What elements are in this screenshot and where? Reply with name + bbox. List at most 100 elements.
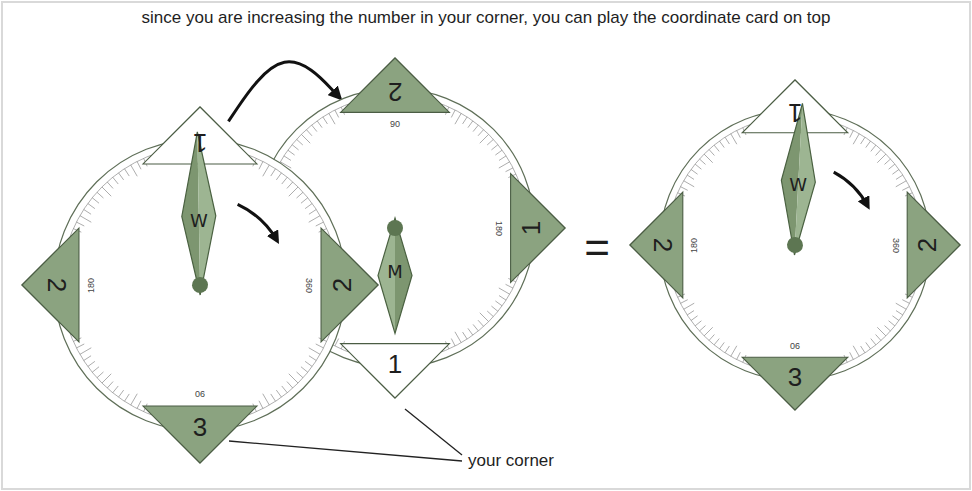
needle-pivot	[787, 237, 804, 254]
dial-tick	[892, 316, 899, 321]
dial-tick	[277, 168, 284, 172]
dial-tick	[265, 254, 273, 256]
dial-tick	[280, 162, 291, 168]
leader-line	[405, 409, 462, 455]
dial-tick	[259, 401, 263, 409]
dial-tick	[282, 386, 288, 393]
dial-tick	[312, 125, 317, 132]
dial-tick	[335, 339, 339, 346]
dial-tick	[499, 156, 506, 161]
dial-tick	[263, 394, 270, 405]
dial-tick	[263, 214, 271, 216]
dial-tick	[902, 187, 909, 191]
dial-tick	[271, 169, 276, 176]
dial-tick	[714, 339, 719, 345]
dial-tick	[871, 339, 876, 345]
dial-tick	[695, 164, 701, 169]
dial-tick	[491, 145, 498, 150]
player-corner	[742, 80, 848, 133]
dial-tick	[871, 145, 876, 151]
dial-tick	[309, 348, 320, 355]
dial-tick	[719, 342, 724, 349]
player-corner	[341, 344, 450, 398]
corner-triangle	[225, 174, 279, 283]
dial-tick	[317, 328, 322, 335]
dial-tick	[107, 182, 113, 189]
player-corner	[143, 107, 257, 164]
dial-tick	[691, 316, 698, 321]
dial-tick	[896, 303, 907, 309]
dial-tick	[877, 154, 886, 163]
corner-triangle	[143, 406, 257, 463]
dial-tick	[725, 346, 729, 353]
dial-tick	[124, 169, 129, 176]
dial-tick	[118, 173, 123, 180]
needle-letter: W	[190, 212, 208, 230]
needle-outline	[378, 218, 412, 333]
corner-number: 1	[193, 130, 207, 156]
corner-number: 2	[388, 79, 402, 105]
dial-tick	[287, 182, 293, 189]
dial-tick	[731, 346, 737, 357]
dial-tick	[292, 145, 299, 150]
dial-tick	[317, 121, 322, 128]
dial-tick	[137, 161, 141, 169]
dial-tick	[684, 181, 695, 187]
dial-tick	[335, 110, 339, 117]
dial-tick	[853, 346, 859, 357]
dial-tick	[309, 209, 316, 214]
corner-number: 3	[788, 364, 802, 390]
card-shape	[22, 107, 378, 463]
dial-tick	[487, 311, 493, 317]
dial-tick	[282, 177, 288, 184]
dial-tick	[288, 150, 295, 155]
dial-tick	[271, 272, 279, 275]
dial-tick	[267, 259, 279, 262]
dial-tick	[853, 134, 859, 145]
dial-number: 90	[195, 389, 205, 398]
compass-needle	[180, 132, 217, 296]
dial-tick	[725, 137, 729, 144]
dial-tick	[487, 139, 493, 145]
corner-triangle	[341, 58, 450, 112]
title: since you are increasing the number in y…	[0, 9, 972, 28]
dial-tick	[876, 149, 881, 155]
dial-tick	[312, 324, 317, 331]
rotation-arrow	[238, 204, 277, 240]
corner-number: 1	[388, 351, 402, 377]
dial-tick	[877, 327, 886, 336]
dial-number: 180	[494, 220, 503, 235]
corner-triangle	[22, 228, 79, 342]
dial-tick	[292, 306, 299, 311]
corner-number: 2	[45, 278, 71, 292]
dial-tick	[118, 390, 123, 397]
corner-number: 1	[788, 100, 802, 126]
dial-tick	[737, 352, 741, 359]
callout-label: your corner	[468, 452, 554, 471]
dial-tick	[113, 386, 119, 393]
dial-tick	[680, 300, 687, 304]
dial-tick	[495, 150, 502, 155]
dial-tick	[263, 165, 270, 176]
dial-tick	[269, 187, 277, 190]
needle-pivot	[192, 277, 208, 293]
dial-tick	[306, 320, 312, 326]
dial-tick	[297, 139, 303, 145]
dial-tick	[301, 367, 308, 373]
dial-tick	[264, 207, 272, 208]
dial-tick	[480, 134, 489, 143]
dial-tick	[263, 221, 271, 222]
dial-tick	[301, 134, 310, 143]
dial-tick	[876, 334, 881, 340]
dial-tick	[263, 228, 276, 229]
dial-tick	[499, 296, 506, 301]
dial-tick	[84, 209, 91, 214]
corner-triangle	[907, 192, 960, 298]
dial-tick	[107, 382, 113, 389]
dial-tick	[451, 339, 455, 346]
dial-tick	[499, 162, 510, 168]
dial-tick	[137, 401, 141, 409]
coordinate-card: 1223W18036090	[22, 107, 378, 463]
